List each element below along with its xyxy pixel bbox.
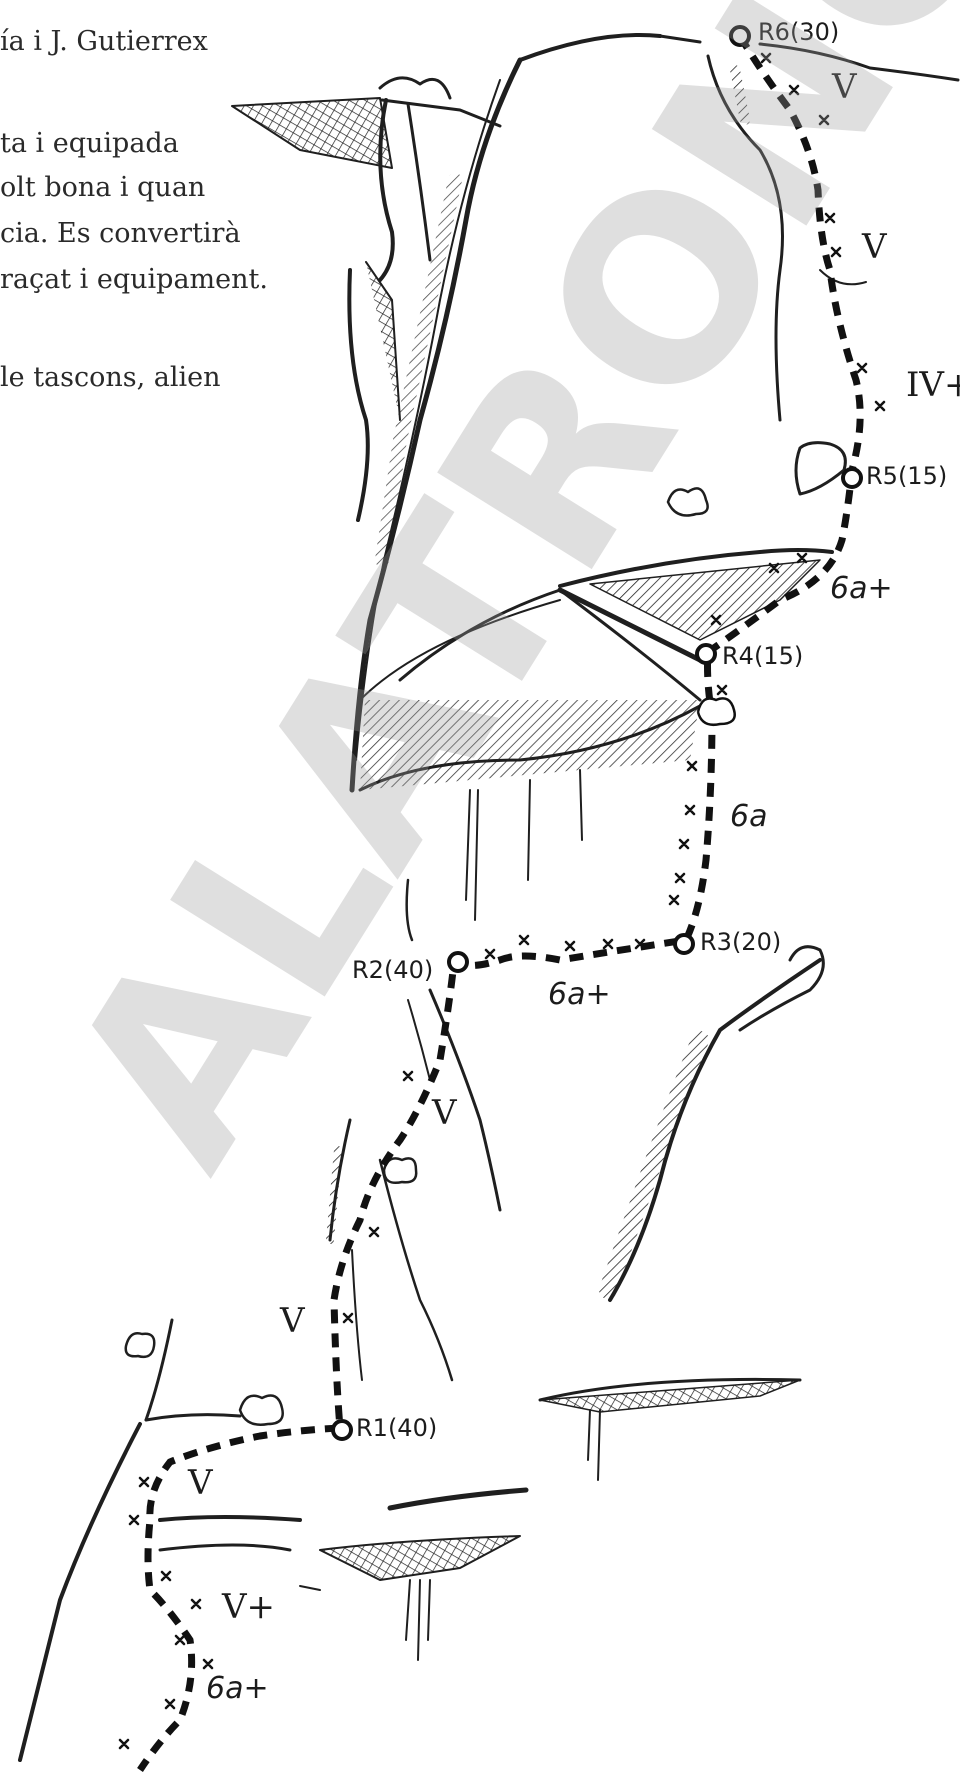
belay-label-r1: R1(40) — [356, 1414, 437, 1442]
grade-pitch1-lower: V — [187, 1463, 214, 1503]
belay-r3 — [675, 935, 693, 953]
belay-label-r5: R5(15) — [866, 462, 947, 490]
belay-r2 — [449, 953, 467, 971]
grade-pitch4: 6a — [730, 799, 767, 834]
header-line-5: raçat i equipament. — [0, 260, 268, 300]
belay-r5 — [843, 469, 861, 487]
grade-pitch3: 6a+ — [548, 977, 611, 1012]
belay-r1 — [333, 1421, 351, 1439]
grade-pitch1-upper: V — [279, 1301, 306, 1341]
header-line-2: ta i equipada — [0, 124, 179, 164]
header-line-6: le tascons, alien — [0, 358, 221, 398]
grade-pitch0-bottom: 6a+ — [206, 1671, 269, 1706]
grade-pitch6-bottom: IV+ — [906, 365, 960, 405]
tuft-r4 — [698, 698, 735, 724]
belay-r4 — [697, 645, 715, 663]
grade-pitch0-mid: V+ — [221, 1587, 275, 1627]
grade-pitch5: 6a+ — [830, 571, 893, 606]
header-line-1: ía i J. Gutierrex — [0, 22, 208, 62]
belay-label-r4: R4(15) — [722, 642, 803, 670]
belay-label-r3: R3(20) — [700, 928, 781, 956]
grade-pitch2: V — [431, 1093, 458, 1133]
header-line-4: cia. Es convertirà — [0, 214, 241, 254]
header-line-3: olt bona i quan — [0, 168, 205, 208]
